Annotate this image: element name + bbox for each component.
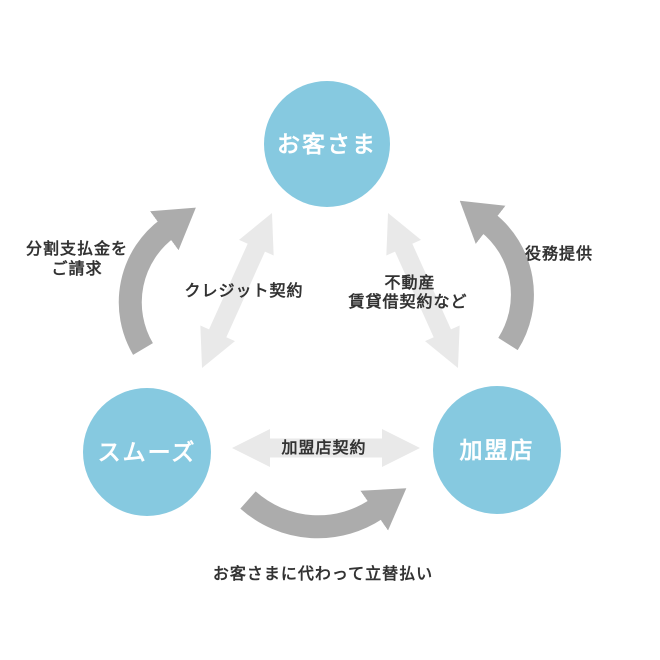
customer-circle [264,81,390,207]
smooz-label: スムーズ [98,439,197,466]
real-estate-contract-arrow [386,213,460,368]
double-arrow-icon [200,213,274,368]
merchant-contract-arrow [232,429,420,467]
billing-label-line2: ご請求 [51,259,102,278]
billing-label-line1: 分割支払金を [26,239,128,258]
advance-payment-label: お客さまに代わって立替払い [213,564,433,583]
service-provision-arrow [459,200,534,351]
credit-contract-arrow [200,213,274,368]
real-estate-label-line2: 賃貸借契約など [347,292,467,311]
smooz-circle [83,388,211,516]
advance-payment-arrow [240,488,407,539]
merchant-circle [433,386,561,514]
credit-contract-label: クレジット契約 [184,281,303,300]
double-arrow-icon [386,213,460,368]
double-arrow-icon [232,429,420,467]
customer-label: お客さま [277,131,377,158]
merchant-label: 加盟店 [459,438,535,464]
service-provision-label: 役務提供 [525,244,593,263]
billing-arrow [118,207,196,355]
real-estate-label-line1: 不動産 [384,273,435,292]
merchant-contract-label: 加盟店契約 [280,438,366,457]
